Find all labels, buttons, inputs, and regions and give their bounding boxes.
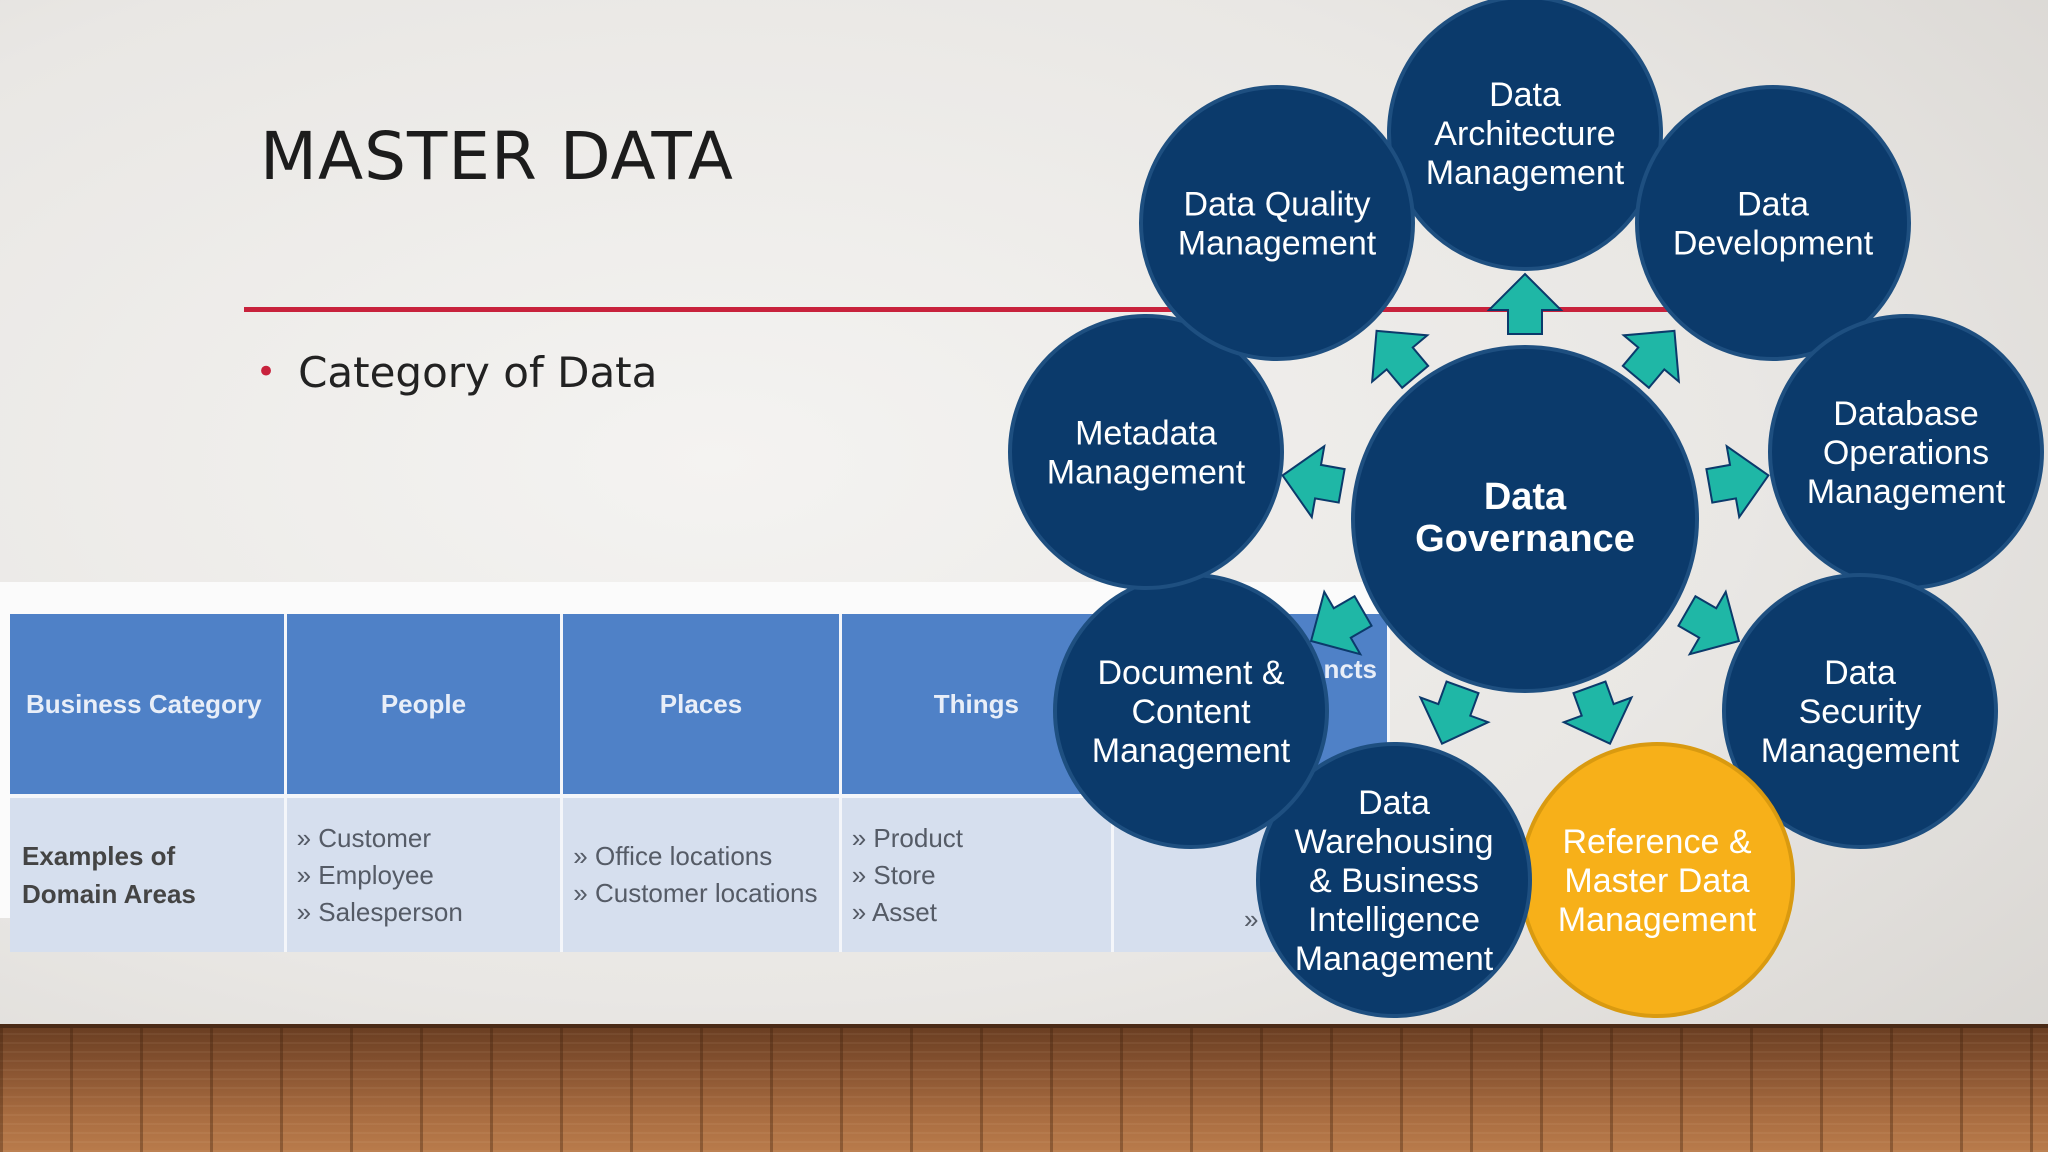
center-label: Governance [1415, 518, 1635, 560]
row-label-line: Examples of [22, 841, 176, 871]
node-circle [1139, 85, 1415, 361]
header-business-category: Business Category [10, 614, 287, 796]
node-label: Data [1824, 654, 1896, 692]
flow-arrow-icon [1705, 443, 1770, 520]
node-label: Intelligence [1308, 901, 1480, 939]
node-label: Metadata [1075, 414, 1217, 452]
node-label: Data [1358, 784, 1430, 822]
flow-arrow-icon [1677, 589, 1741, 656]
flow-arrow-icon [1561, 680, 1634, 746]
node-label: Management [1295, 940, 1494, 978]
node-label: Content [1131, 693, 1251, 731]
category-table: Business Category People Places Things n… [10, 614, 1391, 952]
table-cell-things: » Product » Store » Asset [840, 794, 1114, 952]
bullet-text: Category of Data [298, 348, 658, 397]
node-label: Database [1833, 395, 1979, 433]
floor-edge [0, 1024, 2048, 1030]
header-places: Places [561, 614, 842, 796]
node-label: Master Data [1564, 862, 1749, 900]
list-item: » Office locations [573, 841, 773, 871]
node-label: Reference & [1563, 823, 1752, 861]
table-cell-people: » Customer » Employee » Salesperson [285, 794, 564, 952]
wood-floor [0, 1028, 2048, 1152]
title-divider [244, 307, 1684, 312]
header-people: People [285, 614, 564, 796]
list-item: » Customer [296, 822, 431, 853]
list-item: » Asset [851, 896, 937, 927]
flow-arrow-icon [1486, 272, 1564, 335]
node-label: Data Quality [1183, 185, 1370, 223]
list-item: » Store [851, 859, 936, 890]
node-label: Operations [1823, 434, 1989, 472]
node-label: Architecture [1434, 115, 1615, 153]
row-label: Examples of Domain Areas [10, 794, 287, 952]
node-label: Data [1489, 76, 1561, 114]
list-item: » Salesperson [296, 896, 463, 927]
node-label: Data [1737, 185, 1809, 223]
bullet-item: • Category of Data [256, 348, 657, 397]
node-circle [1256, 742, 1532, 1018]
list-item: » Customer locations [573, 878, 818, 908]
flow-arrow-icon [1370, 329, 1430, 390]
node-label: Warehousing [1294, 823, 1493, 861]
node-circle [1008, 314, 1284, 590]
node-label: & Business [1309, 862, 1479, 900]
flow-arrow-icon [1621, 329, 1681, 390]
node-label: Document & [1097, 654, 1284, 692]
node-label: Management [1092, 732, 1291, 770]
list-item: » Employee [296, 859, 434, 890]
node-label: Management [1558, 901, 1757, 939]
node-label: Management [1047, 453, 1246, 491]
node-label: Management [1426, 154, 1625, 192]
node-circle [1387, 0, 1663, 271]
node-label: Development [1673, 224, 1874, 262]
node-circle [1635, 85, 1911, 361]
row-label-line: Domain Areas [22, 879, 196, 909]
node-label: Management [1761, 732, 1960, 770]
node-label: Management [1807, 473, 2006, 511]
center-circle [1351, 345, 1699, 693]
table-cell-places: » Office locations » Customer locations [561, 794, 842, 952]
bullet-dot-icon: • [256, 352, 277, 392]
flow-arrow-icon [1281, 443, 1346, 520]
slide-title: MASTER DATA [260, 118, 734, 195]
flow-arrow-icon [1309, 589, 1373, 656]
node-label: Security [1799, 693, 1922, 731]
center-label: Data [1484, 476, 1567, 518]
list-item: » Product [851, 822, 964, 853]
node-label: Management [1178, 224, 1377, 262]
node-circle [1722, 573, 1998, 849]
flow-arrow-icon [1418, 680, 1491, 746]
